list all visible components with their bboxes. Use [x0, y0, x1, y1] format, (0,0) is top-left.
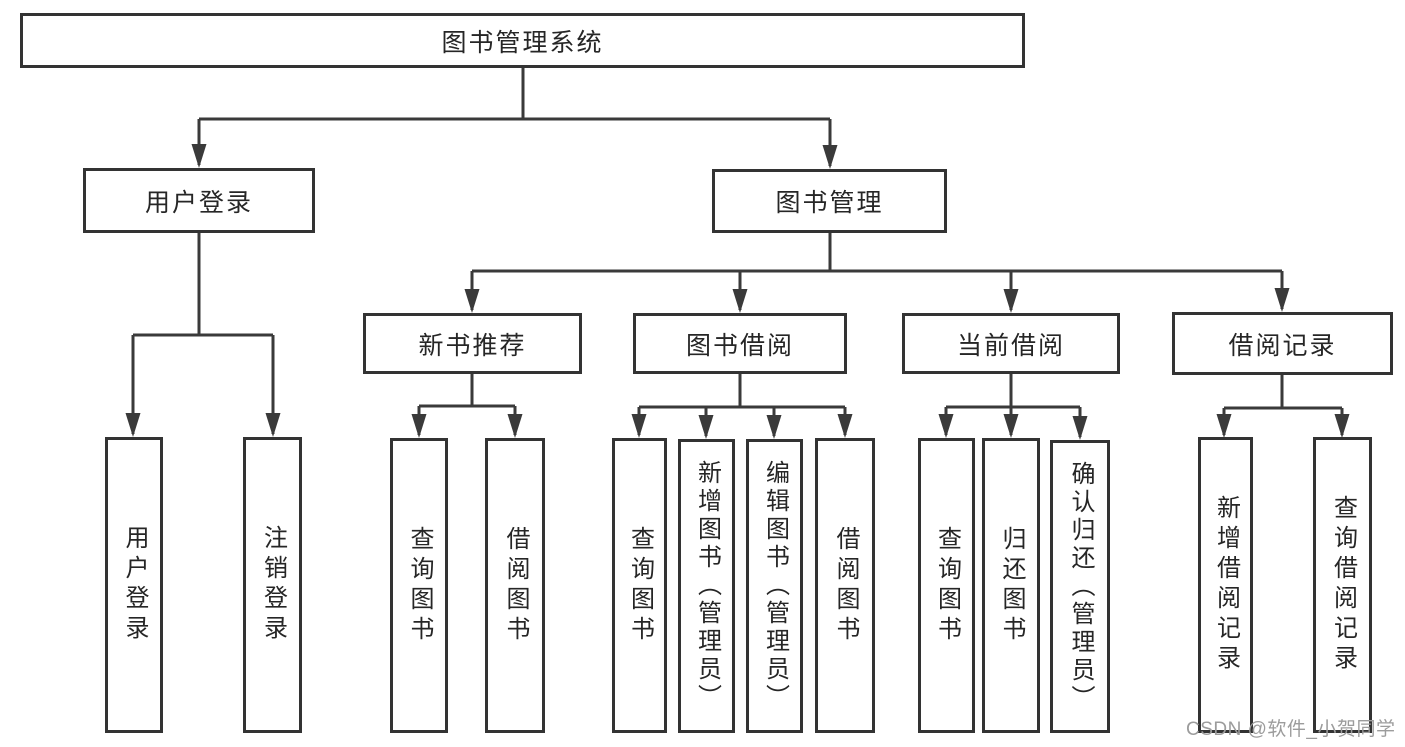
connector-root-level2	[197, 67, 832, 166]
arrowhead-icon	[1274, 288, 1290, 312]
node-current-borrow: 当前借阅	[902, 313, 1120, 374]
arrowhead-icon	[1072, 416, 1088, 440]
leaf-add-borrow-record: 新增借阅记录	[1198, 437, 1253, 733]
node-new-book-recommend: 新书推荐	[363, 313, 582, 374]
node-user-login: 用户登录	[83, 168, 315, 233]
arrowhead-icon	[938, 414, 954, 438]
connector-book-management-children	[470, 233, 1284, 310]
arrowhead-icon	[191, 144, 207, 168]
leaf-confirm-return-admin: 确认归还（管理员）	[1050, 440, 1110, 733]
leaf-add-book-admin: 新增图书（管理员）	[678, 439, 735, 733]
leaf-query-books-recommend: 查询图书	[390, 438, 448, 733]
arrowhead-icon	[766, 415, 782, 439]
leaf-logout: 注销登录	[243, 437, 302, 733]
arrowhead-icon	[631, 414, 647, 438]
leaf-borrow-books-recommend: 借阅图书	[485, 438, 545, 733]
leaf-return-book: 归还图书	[982, 438, 1040, 733]
arrowhead-icon	[698, 415, 714, 439]
connector-user-login-children	[131, 233, 275, 434]
arrowhead-icon	[837, 414, 853, 438]
node-root: 图书管理系统	[20, 13, 1025, 68]
arrowhead-icon	[1334, 414, 1350, 438]
watermark: CSDN @软件_小贺同学	[1186, 719, 1396, 740]
leaf-edit-book-admin: 编辑图书（管理员）	[746, 439, 803, 733]
arrowhead-icon	[507, 414, 523, 438]
arrowhead-icon	[1003, 289, 1019, 313]
leaf-borrow-books: 借阅图书	[815, 438, 875, 733]
leaf-user-login: 用户登录	[105, 437, 163, 733]
arrowhead-icon	[411, 414, 427, 438]
arrowhead-icon	[1216, 414, 1232, 438]
leaf-query-books-borrow: 查询图书	[612, 438, 667, 733]
arrowhead-icon	[265, 413, 281, 437]
connector-current-borrow-children	[944, 374, 1082, 437]
connector-book-borrow-children	[637, 374, 847, 436]
node-book-borrow: 图书借阅	[633, 313, 847, 374]
arrowhead-icon	[464, 289, 480, 313]
leaf-query-borrow-record: 查询借阅记录	[1313, 437, 1372, 733]
arrowhead-icon	[732, 289, 748, 313]
arrowhead-icon	[1003, 414, 1019, 438]
connector-borrow-records-children	[1222, 375, 1344, 435]
node-book-management: 图书管理	[712, 169, 947, 233]
arrowhead-icon	[822, 145, 838, 169]
connector-new-book-children	[417, 374, 517, 435]
leaf-query-books-current: 查询图书	[918, 438, 975, 733]
arrowhead-icon	[125, 413, 141, 437]
node-borrow-records: 借阅记录	[1172, 312, 1393, 375]
